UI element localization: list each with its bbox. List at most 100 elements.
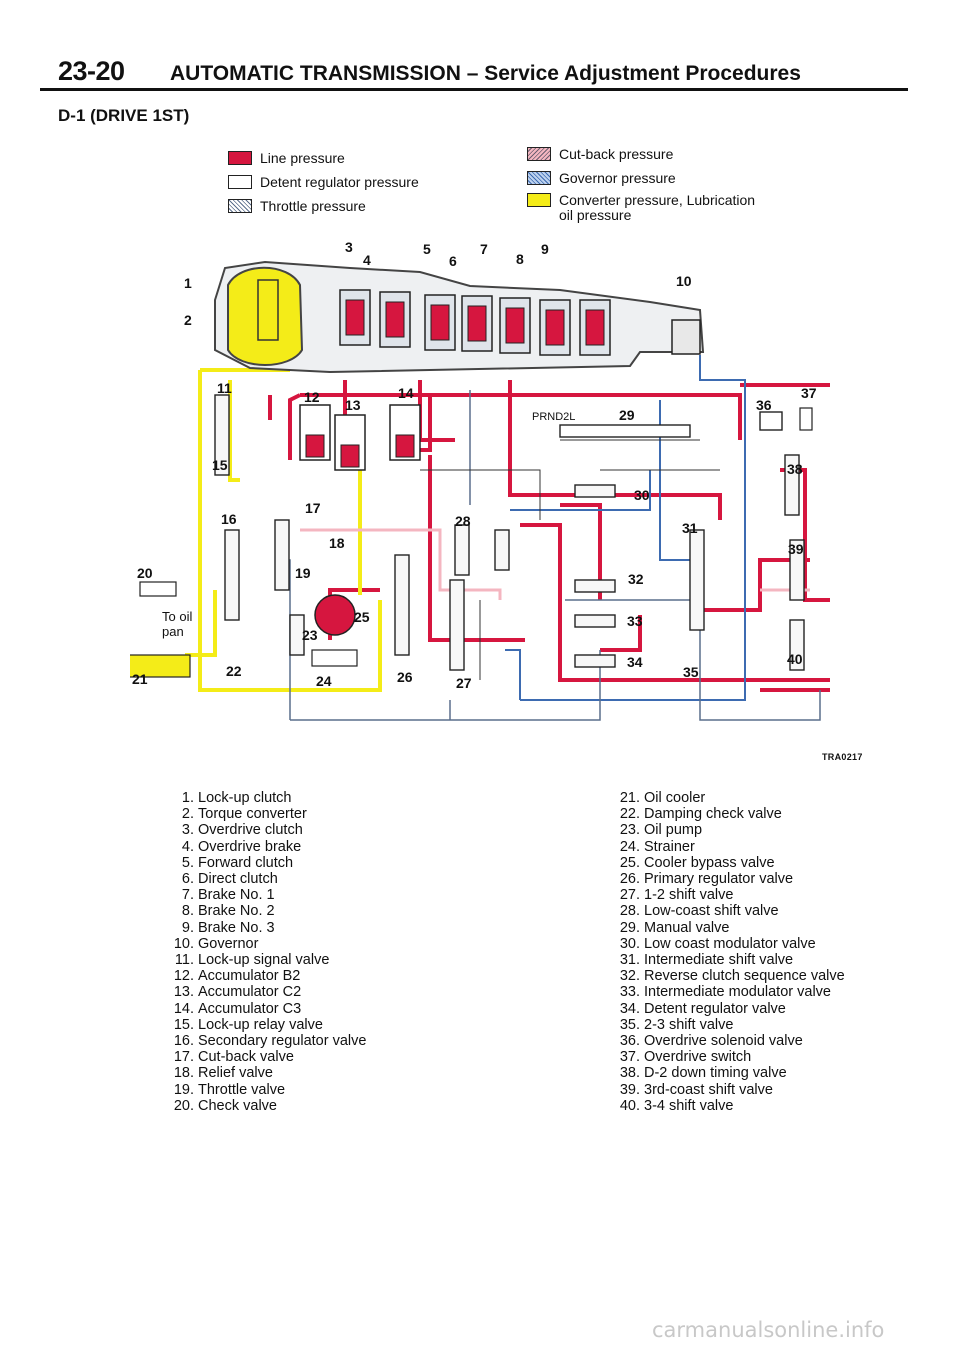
part-number: 1. xyxy=(181,790,194,806)
parts-list-item: 4.Overdrive brake xyxy=(160,839,440,855)
parts-list-item: 33.Intermediate modulator valve xyxy=(606,984,906,1000)
parts-list-item: 7.Brake No. 1 xyxy=(160,887,440,903)
spool-valve xyxy=(574,614,616,628)
callout-34: 34 xyxy=(627,654,643,670)
part-number: 37. xyxy=(619,1049,640,1066)
part-name: Accumulator C2 xyxy=(198,984,302,1001)
converter-pressure-passage xyxy=(228,380,240,482)
part-name: Intermediate shift valve xyxy=(644,952,794,969)
parts-list-item: 13.Accumulator C2 xyxy=(160,984,440,1000)
part-name: Check valve xyxy=(198,1097,277,1114)
parts-list-item: 29.Manual valve xyxy=(606,920,906,936)
valve-bodies xyxy=(130,260,813,678)
line-pressure-passage xyxy=(740,383,830,692)
line-pressure-passage xyxy=(520,523,830,682)
spool-valve xyxy=(224,529,240,621)
parts-list-item: 23.Oil pump xyxy=(606,822,906,838)
cutback-pressure-passage xyxy=(480,588,502,600)
part-name: Relief valve xyxy=(198,1065,273,1082)
clutch-piston xyxy=(345,299,365,336)
spool-valve xyxy=(689,529,705,631)
callout-9: 9 xyxy=(541,241,549,257)
callout-25: 25 xyxy=(354,609,370,625)
page-header: 23-20 AUTOMATIC TRANSMISSION – Service A… xyxy=(58,54,908,94)
parts-list-item: 6.Direct clutch xyxy=(160,871,440,887)
part-number: 30. xyxy=(619,935,640,952)
overdrive-solenoid-valve xyxy=(759,411,783,431)
parts-list-item: 18.Relief valve xyxy=(160,1065,440,1081)
callout-14: 14 xyxy=(398,385,414,401)
clutch-piston xyxy=(545,309,565,346)
part-name: Accumulator B2 xyxy=(198,968,301,985)
parts-list-item: 21.Oil cooler xyxy=(606,790,906,806)
part-name: Overdrive brake xyxy=(198,838,302,855)
legend-label: Throttle pressure xyxy=(260,198,366,214)
callout-32: 32 xyxy=(628,571,644,587)
parts-list-item: 25.Cooler bypass valve xyxy=(606,855,906,871)
part-name: 3-4 shift valve xyxy=(644,1097,734,1114)
part-name: Governor xyxy=(198,935,259,952)
line-pressure-swatch xyxy=(228,151,252,165)
part-number: 20. xyxy=(173,1097,194,1114)
callout-10: 10 xyxy=(676,273,692,289)
parts-list-item: 37.Overdrive switch xyxy=(606,1049,906,1065)
chapter-title: AUTOMATIC TRANSMISSION – Service Adjustm… xyxy=(170,62,801,85)
to-oil-pan-label-line2: pan xyxy=(162,624,184,639)
figure-id: TRA0217 xyxy=(822,752,863,762)
parts-list-item: 5.Forward clutch xyxy=(160,855,440,871)
parts-list-item: 19.Throttle valve xyxy=(160,1082,440,1098)
callout-15: 15 xyxy=(212,457,228,473)
callout-7: 7 xyxy=(480,241,488,257)
torque-converter xyxy=(227,266,304,366)
parts-list-item: 28.Low-coast shift valve xyxy=(606,903,906,919)
parts-list-item: 30.Low coast modulator valve xyxy=(606,936,906,952)
to-oil-pan-label: To oil xyxy=(162,609,192,624)
parts-list-item: 3.Overdrive clutch xyxy=(160,822,440,838)
part-number: 16. xyxy=(173,1033,194,1050)
part-number: 34. xyxy=(619,1000,640,1017)
part-name: 3rd-coast shift valve xyxy=(644,1081,773,1098)
callout-21: 21 xyxy=(132,671,148,687)
line-pressure-passage xyxy=(700,558,810,612)
part-number: 27. xyxy=(619,887,640,904)
line-pressure-passage xyxy=(430,393,742,440)
accumulator-piston xyxy=(395,434,415,458)
clutch-piston xyxy=(505,307,525,344)
legend-left: Line pressure Detent regulator pressure … xyxy=(228,150,488,220)
part-number: 24. xyxy=(619,838,640,855)
manual-valve-positions-label: PRND2L xyxy=(532,411,575,423)
clutch-piston xyxy=(585,309,605,346)
part-number: 35. xyxy=(619,1016,640,1033)
parts-list-item: 12.Accumulator B2 xyxy=(160,968,440,984)
callout-30: 30 xyxy=(634,487,650,503)
part-name: 1-2 shift valve xyxy=(644,887,734,904)
governor xyxy=(671,319,701,355)
parts-list-item: 17.Cut-back valve xyxy=(160,1049,440,1065)
part-number: 5. xyxy=(181,854,194,871)
converter-pressure-passage xyxy=(185,590,217,657)
part-number: 38. xyxy=(619,1065,640,1082)
part-number: 17. xyxy=(173,1049,194,1066)
callout-8: 8 xyxy=(516,251,524,267)
governor-pressure-passage xyxy=(510,470,651,511)
part-number: 31. xyxy=(619,952,640,969)
part-name: Brake No. 1 xyxy=(198,887,275,904)
section-title: D-1 (DRIVE 1ST) xyxy=(58,106,190,125)
part-name: Oil cooler xyxy=(644,790,706,806)
part-number: 19. xyxy=(173,1081,194,1098)
parts-list-item: 16.Secondary regulator valve xyxy=(160,1033,440,1049)
parts-list-item: 31.Intermediate shift valve xyxy=(606,952,906,968)
part-name: Oil pump xyxy=(644,822,703,839)
callout-1: 1 xyxy=(184,275,192,291)
accumulator-piston xyxy=(340,444,360,468)
part-name: Primary regulator valve xyxy=(644,871,794,888)
governor-pressure-passage xyxy=(659,400,690,561)
parts-list-item: 34.Detent regulator valve xyxy=(606,1001,906,1017)
parts-list-item: 39.3rd-coast shift valve xyxy=(606,1082,906,1098)
line-pressure-passage xyxy=(560,503,602,600)
callout-22: 22 xyxy=(226,663,242,679)
part-number: 14. xyxy=(173,1000,194,1017)
page-number: 23-20 xyxy=(58,56,125,86)
